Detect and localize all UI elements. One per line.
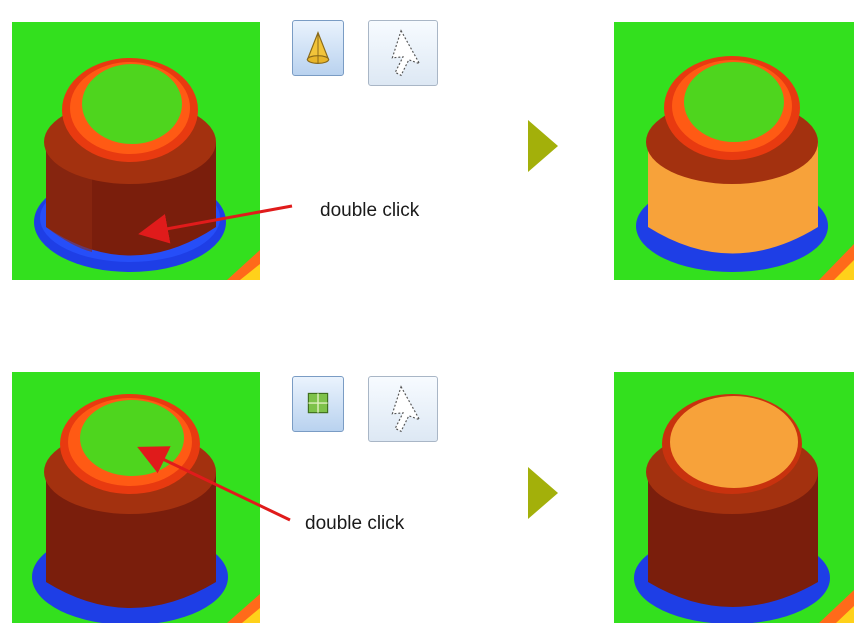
instruction-label: double click xyxy=(320,200,420,221)
model-view-after[interactable] xyxy=(614,372,854,623)
pointer-tool-button[interactable] xyxy=(368,376,438,442)
model-view-before[interactable] xyxy=(12,372,260,623)
model-view-before[interactable] xyxy=(12,22,260,280)
next-arrow-icon xyxy=(525,118,561,174)
next-arrow-icon xyxy=(525,465,561,521)
pointer-tool-button[interactable] xyxy=(368,20,438,86)
cone-select-button[interactable] xyxy=(292,20,344,76)
plane-select-button[interactable] xyxy=(292,376,344,432)
instruction-label: double click xyxy=(305,513,405,534)
model-view-after[interactable] xyxy=(614,22,854,280)
